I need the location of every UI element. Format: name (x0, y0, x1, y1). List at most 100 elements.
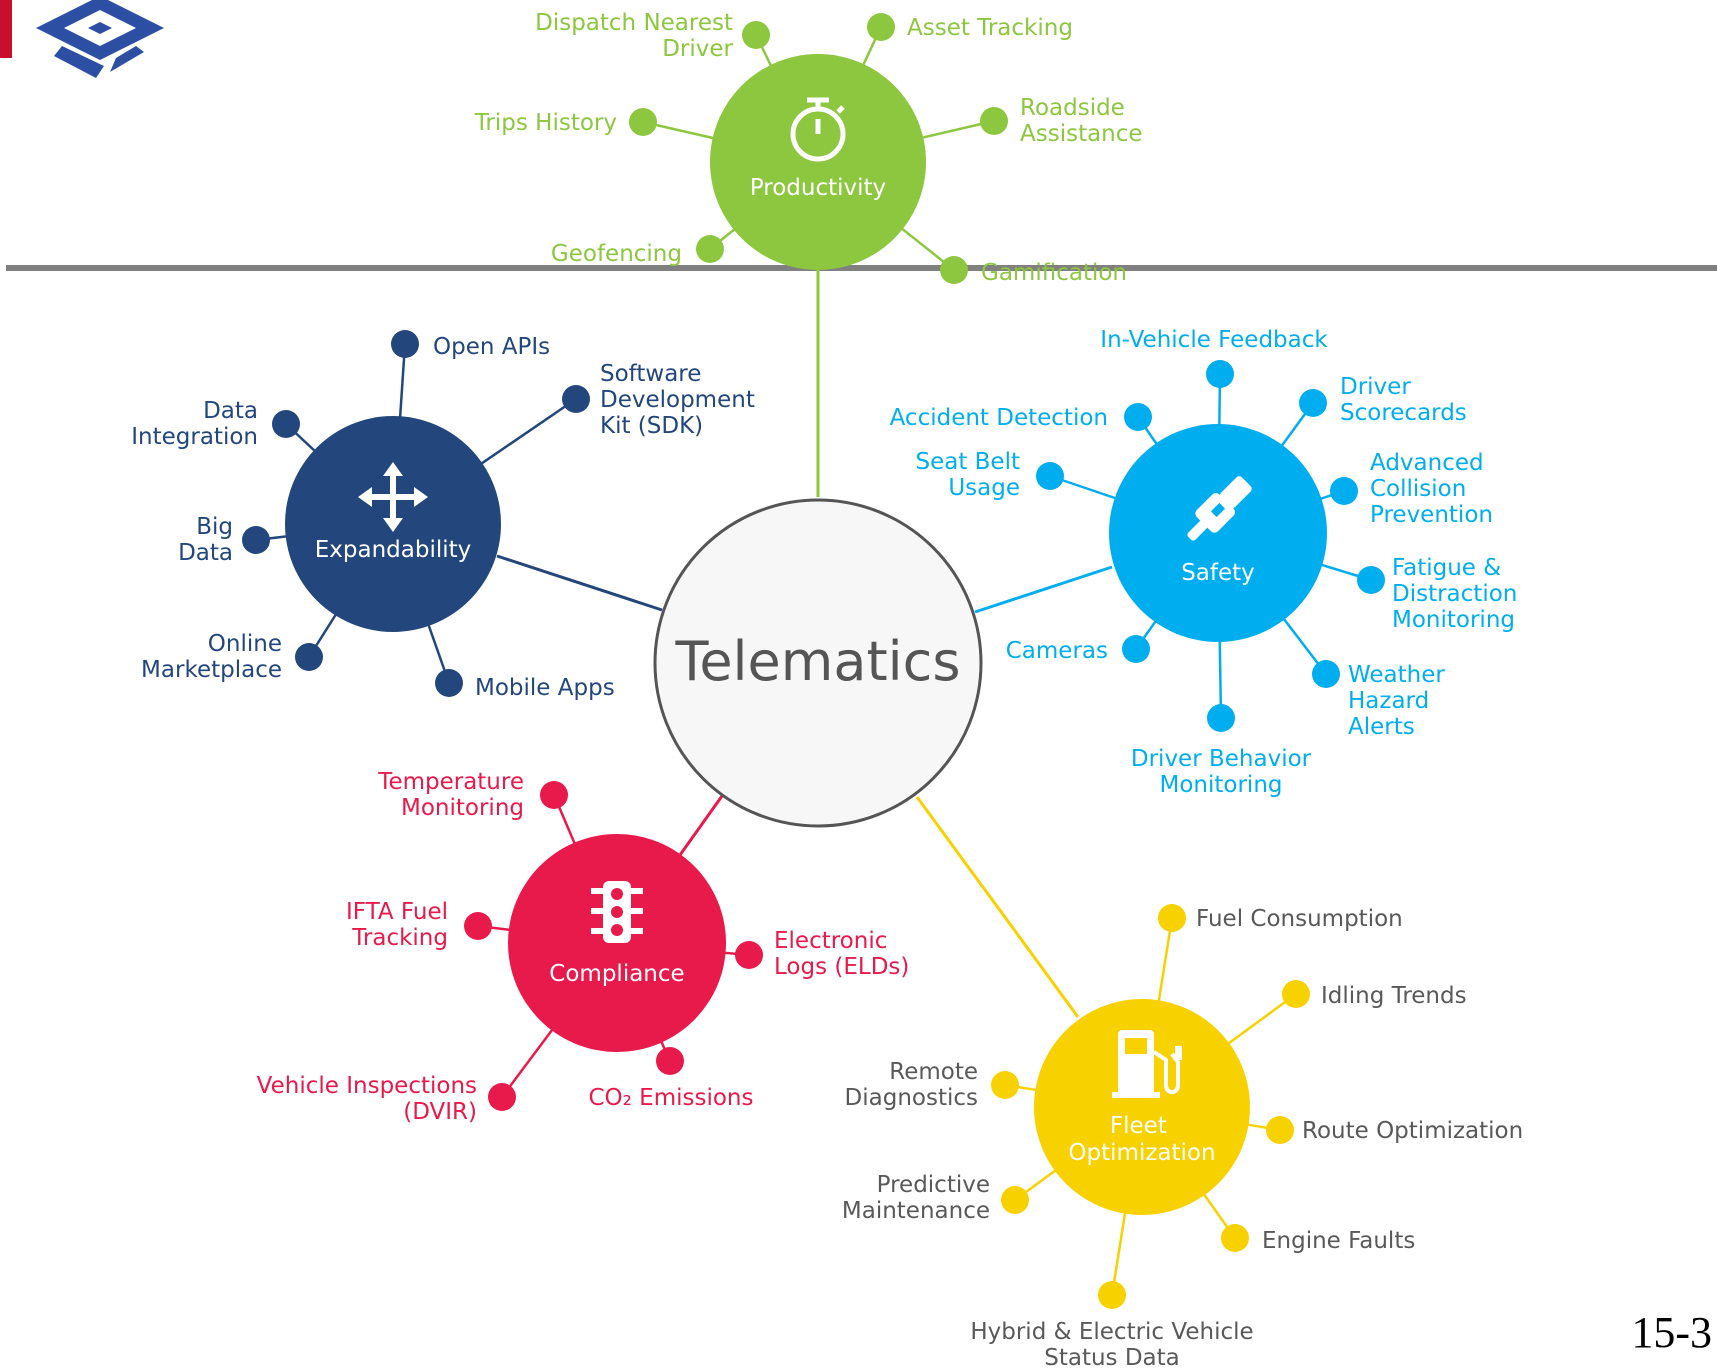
leaf-label-line: Idling Trends (1321, 983, 1467, 1009)
leaf-label-line: (DVIR) (403, 1099, 477, 1125)
center-circle (653, 498, 983, 828)
leaf-label-compliance: Vehicle Inspections(DVIR) (257, 1073, 477, 1125)
leaf-dot-compliance (540, 781, 568, 809)
hub-connectors (496, 270, 1113, 1018)
leaf-label-line: Dispatch Nearest (535, 10, 733, 36)
leaf-label-productivity: Asset Tracking (907, 15, 1073, 41)
leaf-dot-expandability (272, 410, 300, 438)
hub-label-compliance: Compliance (549, 961, 684, 987)
hub-fleet: Fleet Optimization (1034, 999, 1250, 1215)
leaf-dot-fleet (1266, 1116, 1294, 1144)
leaf-label-line: Driver (1340, 374, 1411, 400)
leaf-dot-compliance (735, 941, 763, 969)
leaf-label-line: Kit (SDK) (600, 413, 703, 439)
page-number: 15-3 (1631, 1308, 1712, 1357)
hub-circle-safety (1109, 424, 1327, 642)
leaf-dot-expandability (435, 669, 463, 697)
leaf-label-fleet: Engine Faults (1262, 1228, 1415, 1254)
leaf-label-productivity: Gamification (981, 260, 1127, 286)
leaf-spokes (242, 13, 1385, 1309)
expand-arrows-icon (358, 462, 428, 532)
leaf-connector-fleet (1226, 992, 1297, 1046)
leaf-label-line: Route Optimization (1302, 1118, 1523, 1144)
hub-label-fleet-line1: Fleet (1110, 1113, 1167, 1139)
leaf-label-line: Distraction (1392, 581, 1517, 607)
leaf-label-line: Mobile Apps (475, 675, 615, 701)
leaf-label-line: Usage (948, 475, 1020, 501)
leaf-connector-fleet (1110, 1211, 1127, 1296)
leaf-label-line: CO₂ Emissions (588, 1085, 753, 1111)
leaf-label-compliance: CO₂ Emissions (588, 1085, 753, 1111)
leaf-dot-fleet (1221, 1224, 1249, 1252)
leaf-label-line: Maintenance (842, 1198, 990, 1224)
leaf-dot-productivity (940, 256, 968, 284)
connector-expandability (496, 554, 663, 612)
leaf-label-line: Fuel Consumption (1196, 906, 1403, 932)
leaf-connector-fleet (1157, 917, 1174, 1003)
hub-label-fleet-line2: Optimization (1068, 1140, 1215, 1166)
hub-safety: Safety (1109, 424, 1327, 642)
leaf-label-line: Online (208, 631, 282, 657)
seatbelt-icon (1187, 476, 1252, 541)
hub-label-safety: Safety (1181, 560, 1255, 586)
leaf-label-line: Geofencing (551, 241, 682, 267)
leaf-dot-expandability (295, 643, 323, 671)
leaf-dot-safety (1124, 403, 1152, 431)
hub-label-expandability: Expandability (315, 537, 472, 563)
leaf-label-line: Status Data (1044, 1345, 1180, 1369)
hub-circle-fleet (1034, 999, 1250, 1215)
leaf-label-line: Monitoring (401, 795, 524, 821)
leaf-label-line: Prevention (1370, 502, 1493, 528)
leaf-dot-fleet (1098, 1281, 1126, 1309)
leaf-dot-productivity (742, 21, 770, 49)
hub-expandability: Expandability (285, 416, 501, 632)
leaf-dot-expandability (391, 330, 419, 358)
leaf-label-line: Development (600, 387, 755, 413)
leaf-label-line: Remote (889, 1059, 978, 1085)
leaf-dot-productivity (980, 107, 1008, 135)
connector-fleet (915, 796, 1080, 1018)
logo (0, 0, 164, 78)
leaf-connector-expandability (479, 397, 577, 466)
leaf-label-line: Marketplace (141, 657, 282, 683)
leaf-label-line: Seat Belt (915, 449, 1020, 475)
leaf-label-line: Fatigue & (1392, 555, 1501, 581)
leaf-label-line: Assistance (1020, 121, 1143, 147)
leaf-label-productivity: Geofencing (551, 241, 682, 267)
leaf-dot-expandability (562, 385, 590, 413)
leaf-label-productivity: Trips History (474, 110, 617, 136)
center-node: Telematics (653, 498, 983, 828)
leaf-label-line: Software (600, 361, 701, 387)
leaf-label-line: Diagnostics (845, 1085, 978, 1111)
leaf-label-line: Roadside (1020, 95, 1125, 121)
leaf-dot-productivity (629, 108, 657, 136)
logo-red-bar (0, 0, 12, 58)
leaf-label-line: Alerts (1348, 714, 1415, 740)
leaf-label-line: Hybrid & Electric Vehicle (970, 1319, 1253, 1345)
leaf-dot-fleet (991, 1071, 1019, 1099)
leaf-label-line: Engine Faults (1262, 1228, 1415, 1254)
leaf-dot-fleet (1158, 904, 1186, 932)
leaf-label-line: Gamification (981, 260, 1127, 286)
leaf-label-line: Driver (662, 36, 733, 62)
leaf-label-safety: Cameras (1006, 638, 1108, 664)
traffic-light-icon (591, 881, 643, 943)
leaf-connector-compliance (500, 1027, 554, 1098)
leaf-label-expandability: Open APIs (433, 334, 550, 360)
leaf-label-fleet: Fuel Consumption (1196, 906, 1403, 932)
leaf-label-line: Data (203, 398, 258, 424)
leaf-label-line: Data (178, 540, 233, 566)
